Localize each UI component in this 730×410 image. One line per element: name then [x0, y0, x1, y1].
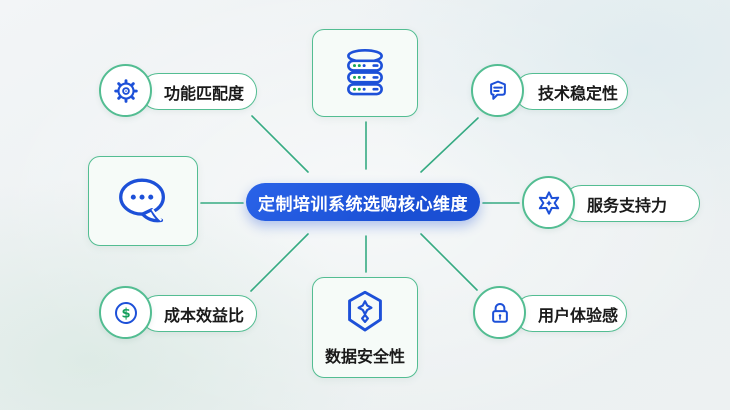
node-tech-stability-circle [471, 64, 524, 117]
node-cost-benefit-circle: $ [99, 286, 152, 339]
database-card [312, 29, 418, 117]
data-security-label: 数据安全性 [324, 349, 405, 366]
node-function-match-circle [99, 64, 152, 117]
node-cost-benefit: 成本效益比 [140, 295, 257, 332]
dollar-coin-icon: $ [111, 298, 141, 328]
node-tech-stability-label: 技术稳定性 [538, 85, 619, 103]
node-service-support-label: 服务支持力 [587, 197, 668, 215]
central-topic: 定制培训系统选购核心维度 [246, 183, 480, 221]
node-cost-benefit-label: 成本效益比 [164, 307, 245, 325]
shield-star-icon [341, 288, 389, 336]
comment-bubble-icon [483, 76, 513, 106]
gear-icon [111, 76, 141, 106]
node-tech-stability: 技术稳定性 [514, 73, 628, 110]
node-user-experience: 用户体验感 [514, 295, 627, 332]
data-security-card: 数据安全性 [312, 277, 418, 378]
database-icon [337, 45, 393, 101]
node-service-support-circle [522, 176, 575, 229]
chat-card [88, 156, 198, 246]
node-function-match-label: 功能匹配度 [164, 85, 245, 103]
chat-dots-icon [112, 170, 174, 232]
svg-text:$: $ [121, 306, 130, 321]
lock-icon [485, 298, 515, 328]
node-user-experience-label: 用户体验感 [538, 307, 619, 325]
star-badge-icon [534, 188, 564, 218]
node-service-support: 服务支持力 [563, 185, 700, 222]
node-function-match: 功能匹配度 [140, 73, 257, 110]
node-user-experience-circle [473, 286, 526, 339]
